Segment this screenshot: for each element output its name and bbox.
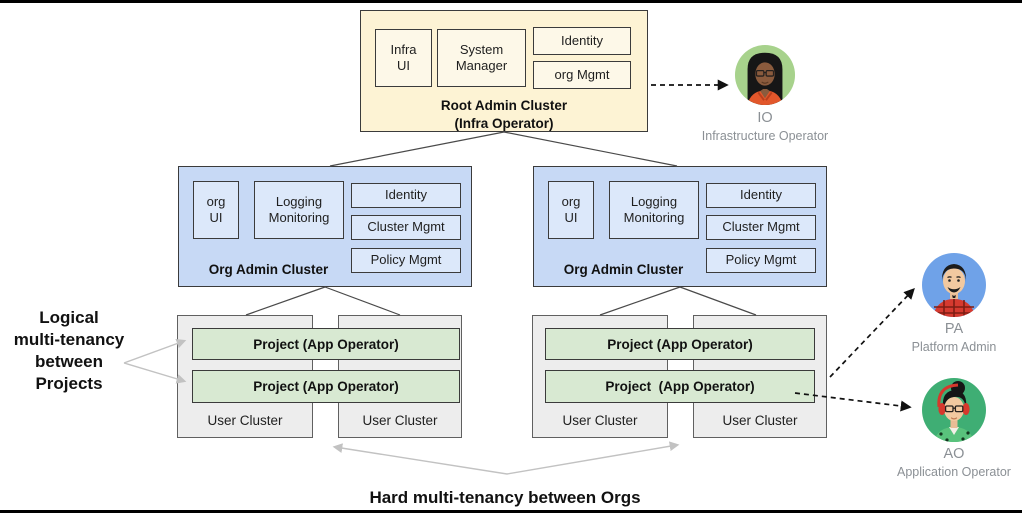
org-admin-cluster-left: org UI Logging Monitoring Identity Clust…	[178, 166, 472, 287]
ao-avatar	[922, 378, 986, 447]
component-cluster-mgmt: Cluster Mgmt	[351, 215, 461, 240]
bottom-border	[0, 510, 1022, 513]
ao-role: Application Operator	[897, 465, 1011, 479]
project-bar: Project (App Operator)	[192, 328, 460, 360]
ao-label: AO Application Operator	[882, 446, 1022, 479]
root-admin-cluster: Infra UI System Manager Identity org Mgm…	[360, 10, 648, 132]
component-system-manager: System Manager	[437, 29, 526, 87]
project-bar: Project (App Operator)	[545, 328, 815, 360]
project-bar: Project (App Operator)	[545, 370, 815, 403]
component-cluster-mgmt: Cluster Mgmt	[706, 215, 816, 240]
annotation-logical-multitenancy: Logical multi-tenancy between Projects	[13, 308, 125, 393]
io-label: IO Infrastructure Operator	[684, 110, 846, 143]
user-cluster-label: User Cluster	[562, 413, 638, 428]
org-cluster-title: Org Admin Cluster	[208, 262, 329, 277]
ao-abbr: AO	[943, 446, 965, 462]
component-policy-mgmt: Policy Mgmt	[351, 248, 461, 273]
component-org-mgmt: org Mgmt	[533, 61, 631, 89]
component-policy-mgmt: Policy Mgmt	[706, 248, 816, 273]
component-identity: Identity	[533, 27, 631, 55]
component-identity: Identity	[351, 183, 461, 208]
io-abbr: IO	[757, 110, 773, 126]
platform-admin-icon	[922, 253, 986, 317]
root-cluster-title: Root Admin Cluster (Infra Operator)	[361, 97, 647, 132]
io-role: Infrastructure Operator	[701, 129, 829, 143]
org-admin-cluster-right: org UI Logging Monitoring Identity Clust…	[533, 166, 827, 287]
pa-role: Platform Admin	[911, 340, 997, 354]
component-identity: Identity	[706, 183, 816, 208]
org-cluster-title: Org Admin Cluster	[563, 262, 684, 277]
top-border	[0, 0, 1022, 3]
application-operator-icon	[922, 378, 986, 442]
annotation-hard-multitenancy: Hard multi-tenancy between Orgs	[369, 488, 641, 507]
pa-abbr: PA	[944, 321, 964, 337]
project-bar: Project (App Operator)	[192, 370, 460, 403]
component-logging-monitoring: Logging Monitoring	[609, 181, 699, 239]
infrastructure-operator-icon	[734, 44, 796, 106]
root-cluster-title-line1: Root Admin Cluster	[440, 98, 568, 113]
pa-label: PA Platform Admin	[882, 321, 1022, 354]
root-cluster-title-line2: (Infra Operator)	[454, 115, 554, 131]
user-cluster-label: User Cluster	[207, 413, 283, 428]
component-org-ui: org UI	[193, 181, 239, 239]
gray-arrow-between-orgs	[332, 441, 680, 475]
component-logging-monitoring: Logging Monitoring	[254, 181, 344, 239]
user-cluster-label: User Cluster	[362, 413, 438, 428]
io-avatar	[734, 44, 796, 111]
component-infra-ui: Infra UI	[375, 29, 432, 87]
component-org-ui: org UI	[548, 181, 594, 239]
pa-avatar	[922, 253, 986, 322]
user-cluster-label: User Cluster	[722, 413, 798, 428]
